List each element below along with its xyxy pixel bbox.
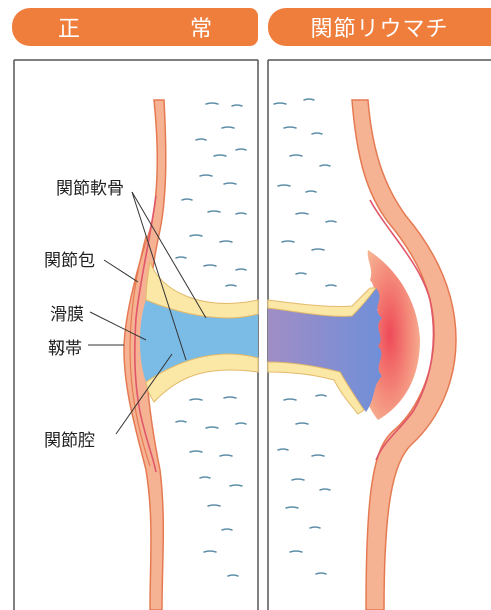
label-ligament: 靱帯 xyxy=(48,334,82,359)
leader-capsule xyxy=(104,260,138,282)
label-synovium: 滑膜 xyxy=(50,300,84,325)
label-joint-capsule: 関節包 xyxy=(44,246,95,271)
label-joint-cavity: 関節腔 xyxy=(44,426,95,451)
label-articular-cartilage: 関節軟骨 xyxy=(56,174,124,199)
